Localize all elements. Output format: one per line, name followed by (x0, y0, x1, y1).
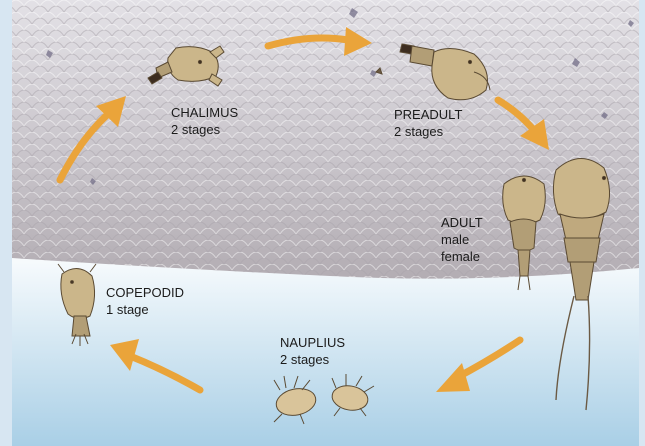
nauplius-name: NAUPLIUS (280, 334, 345, 351)
copepodid-count: 1 stage (106, 301, 184, 318)
adult-female: female (441, 248, 483, 265)
label-adult: ADULT male female (441, 214, 483, 265)
label-nauplius: NAUPLIUS 2 stages (280, 334, 345, 368)
adult-name: ADULT (441, 214, 483, 231)
nauplius-count: 2 stages (280, 351, 345, 368)
preadult-name: PREADULT (394, 106, 462, 123)
copepodid-name: COPEPODID (106, 284, 184, 301)
adult-male: male (441, 231, 483, 248)
label-chalimus: CHALIMUS 2 stages (171, 104, 238, 138)
chalimus-count: 2 stages (171, 121, 238, 138)
chalimus-name: CHALIMUS (171, 104, 238, 121)
label-copepodid: COPEPODID 1 stage (106, 284, 184, 318)
preadult-count: 2 stages (394, 123, 462, 140)
label-preadult: PREADULT 2 stages (394, 106, 462, 140)
